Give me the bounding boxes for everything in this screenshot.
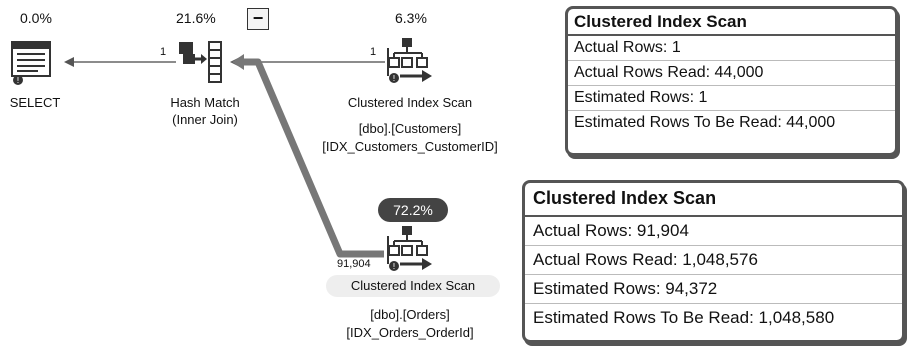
orders-scan-percent-badge: 72.2% [378,198,448,222]
svg-text:!: ! [392,262,395,271]
tooltip-row: Actual Rows: 91,904 [525,217,902,246]
hash-match-label: Hash Match (Inner Join) [150,94,260,128]
hash-match-label-line1: Hash Match [170,95,240,110]
edge-customers-rowcount: 1 [370,46,377,58]
hash-match-icon[interactable] [177,40,227,86]
orders-scan-tooltip: Clustered Index Scan Actual Rows: 91,904… [522,180,905,343]
select-percent: 0.0% [20,10,52,26]
customers-scan-tooltip: Clustered Index Scan Actual Rows: 1 Actu… [565,6,898,156]
customers-scan-percent: 6.3% [395,10,427,26]
orders-scan-selection-highlight [326,275,500,297]
edge-select-rowcount: 1 [160,46,167,58]
tooltip-row: Estimated Rows: 1 [568,86,895,111]
edge-orders-to-hash [238,58,384,258]
tooltip-row: Estimated Rows To Be Read: 1,048,580 [533,308,835,327]
select-label: SELECT [9,95,61,110]
tooltip-title: Clustered Index Scan [568,9,895,36]
clustered-index-scan-icon[interactable]: ! [386,224,436,274]
customers-scan-label: Clustered Index Scan [347,95,473,110]
clustered-index-scan-icon[interactable]: ! [386,36,436,86]
customers-scan-index: [IDX_Customers_CustomerID] [322,139,498,154]
orders-scan-table: [dbo].[Orders] [370,307,450,322]
svg-text:!: ! [16,76,19,85]
tooltip-row: Actual Rows: 1 [568,36,895,61]
svg-text:!: ! [392,74,395,83]
tooltip-title: Clustered Index Scan [525,183,902,217]
hash-match-label-line2: (Inner Join) [172,112,238,127]
tooltip-row: Actual Rows Read: 1,048,576 [525,246,902,275]
orders-scan-index: [IDX_Orders_OrderId] [346,325,474,340]
orders-scan-label: Clustered Index Scan [350,278,476,293]
edge-orders-rowcount: 91,904 [337,258,371,270]
tooltip-row: Estimated Rows: 94,372 [525,275,902,304]
select-icon[interactable]: ! [10,40,56,86]
collapse-button[interactable]: − [247,8,269,30]
hash-match-percent: 21.6% [176,10,216,26]
customers-scan-table: [dbo].[Customers] [358,121,462,136]
tooltip-row: Estimated Rows To Be Read: 44,000 [574,114,836,131]
tooltip-row: Actual Rows Read: 44,000 [568,61,895,86]
